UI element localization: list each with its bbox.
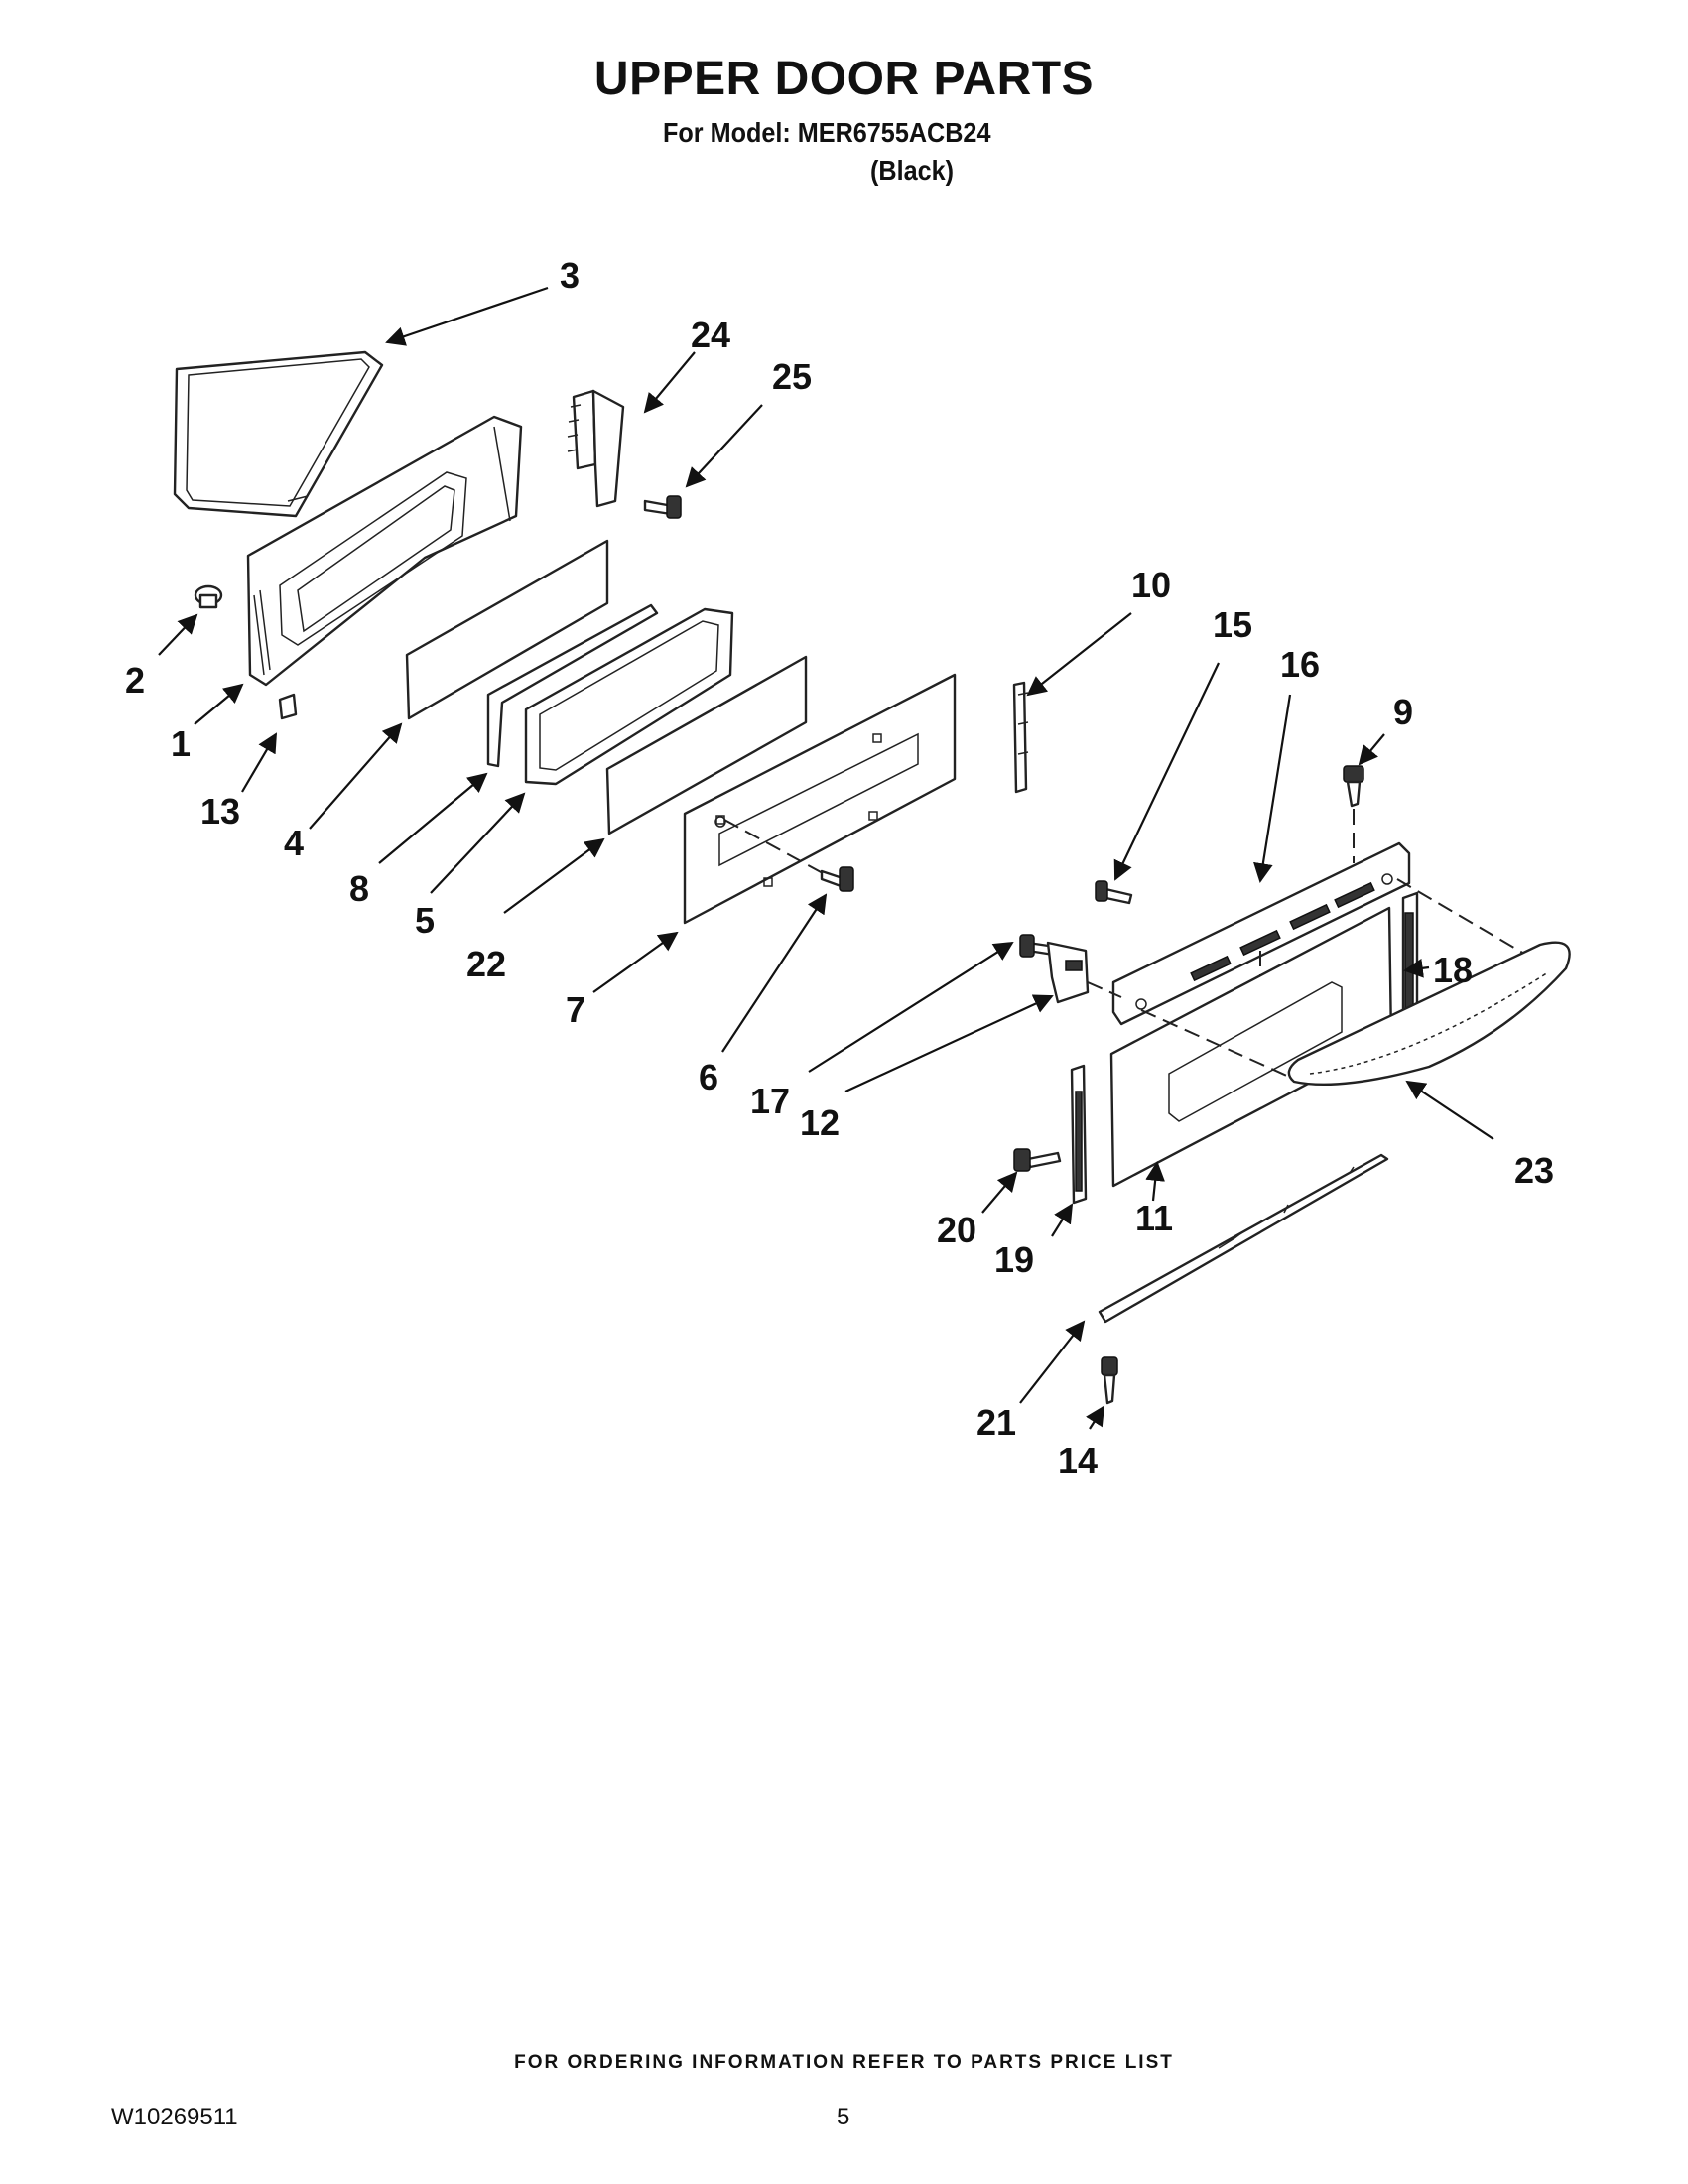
callout-23: 23	[1514, 1150, 1554, 1191]
callout-13: 13	[200, 791, 240, 832]
callout-11: 11	[1135, 1198, 1173, 1238]
part-10-bracket	[1012, 681, 1029, 794]
callout-17: 17	[750, 1081, 790, 1121]
callout-labels: 3 24 25 2 1 13 4 8 5 22 7 6 10 15 16 9 1…	[125, 255, 1554, 1480]
callout-3: 3	[560, 255, 580, 296]
callout-21: 21	[976, 1402, 1016, 1443]
model-line: For Model: MER6755ACB24	[663, 117, 991, 148]
part-23-handle	[1287, 941, 1571, 1087]
part-21-bottom-trim	[1098, 1153, 1389, 1324]
part-15-screw	[1095, 880, 1133, 905]
callout-7: 7	[566, 989, 585, 1030]
part-25-screw	[643, 495, 682, 519]
callout-14: 14	[1058, 1440, 1098, 1480]
part-19-side-trim	[1070, 1064, 1088, 1205]
part-24-handle-bracket	[567, 389, 625, 508]
ordering-note: FOR ORDERING INFORMATION REFER TO PARTS …	[514, 2052, 1174, 2073]
part-4-glass	[405, 539, 609, 720]
callout-19: 19	[994, 1239, 1034, 1280]
callout-8: 8	[349, 868, 369, 909]
part-9-screw	[1343, 765, 1364, 808]
callout-5: 5	[415, 900, 435, 941]
callout-24: 24	[691, 315, 730, 355]
callout-15: 15	[1213, 604, 1252, 645]
part-16-vent-trim	[1111, 841, 1411, 1026]
part-5-glass-pack	[524, 607, 734, 786]
part-7-inner-panel	[683, 673, 957, 925]
callout-16: 16	[1280, 644, 1320, 685]
page-number: 5	[837, 2104, 850, 2130]
callout-2: 2	[125, 660, 145, 701]
part-1-door-frame	[246, 415, 523, 687]
part-6-screw	[820, 866, 854, 892]
callout-22: 22	[466, 944, 506, 984]
callout-20: 20	[937, 1210, 976, 1250]
model-variant: (Black)	[870, 155, 955, 186]
part-12-hinge-bracket	[1046, 941, 1090, 1004]
part-3-gasket	[173, 350, 384, 518]
callout-12: 12	[800, 1102, 840, 1143]
part-8-spacer	[486, 603, 659, 768]
callout-18: 18	[1433, 950, 1473, 990]
part-22-glass	[605, 655, 808, 835]
page-title: UPPER DOOR PARTS	[593, 53, 1095, 105]
document-number: W10269511	[111, 2104, 238, 2130]
leader-lines	[158, 286, 1494, 1430]
callout-6: 6	[699, 1057, 718, 1097]
callout-9: 9	[1393, 692, 1413, 732]
callout-10: 10	[1131, 565, 1171, 605]
part-20-screw	[1013, 1148, 1062, 1172]
part-13-block	[278, 693, 298, 720]
callout-1: 1	[171, 723, 191, 764]
part-14-screw	[1101, 1356, 1118, 1405]
callout-25: 25	[772, 356, 812, 397]
part-2-clip	[194, 584, 223, 609]
callout-4: 4	[284, 823, 304, 863]
